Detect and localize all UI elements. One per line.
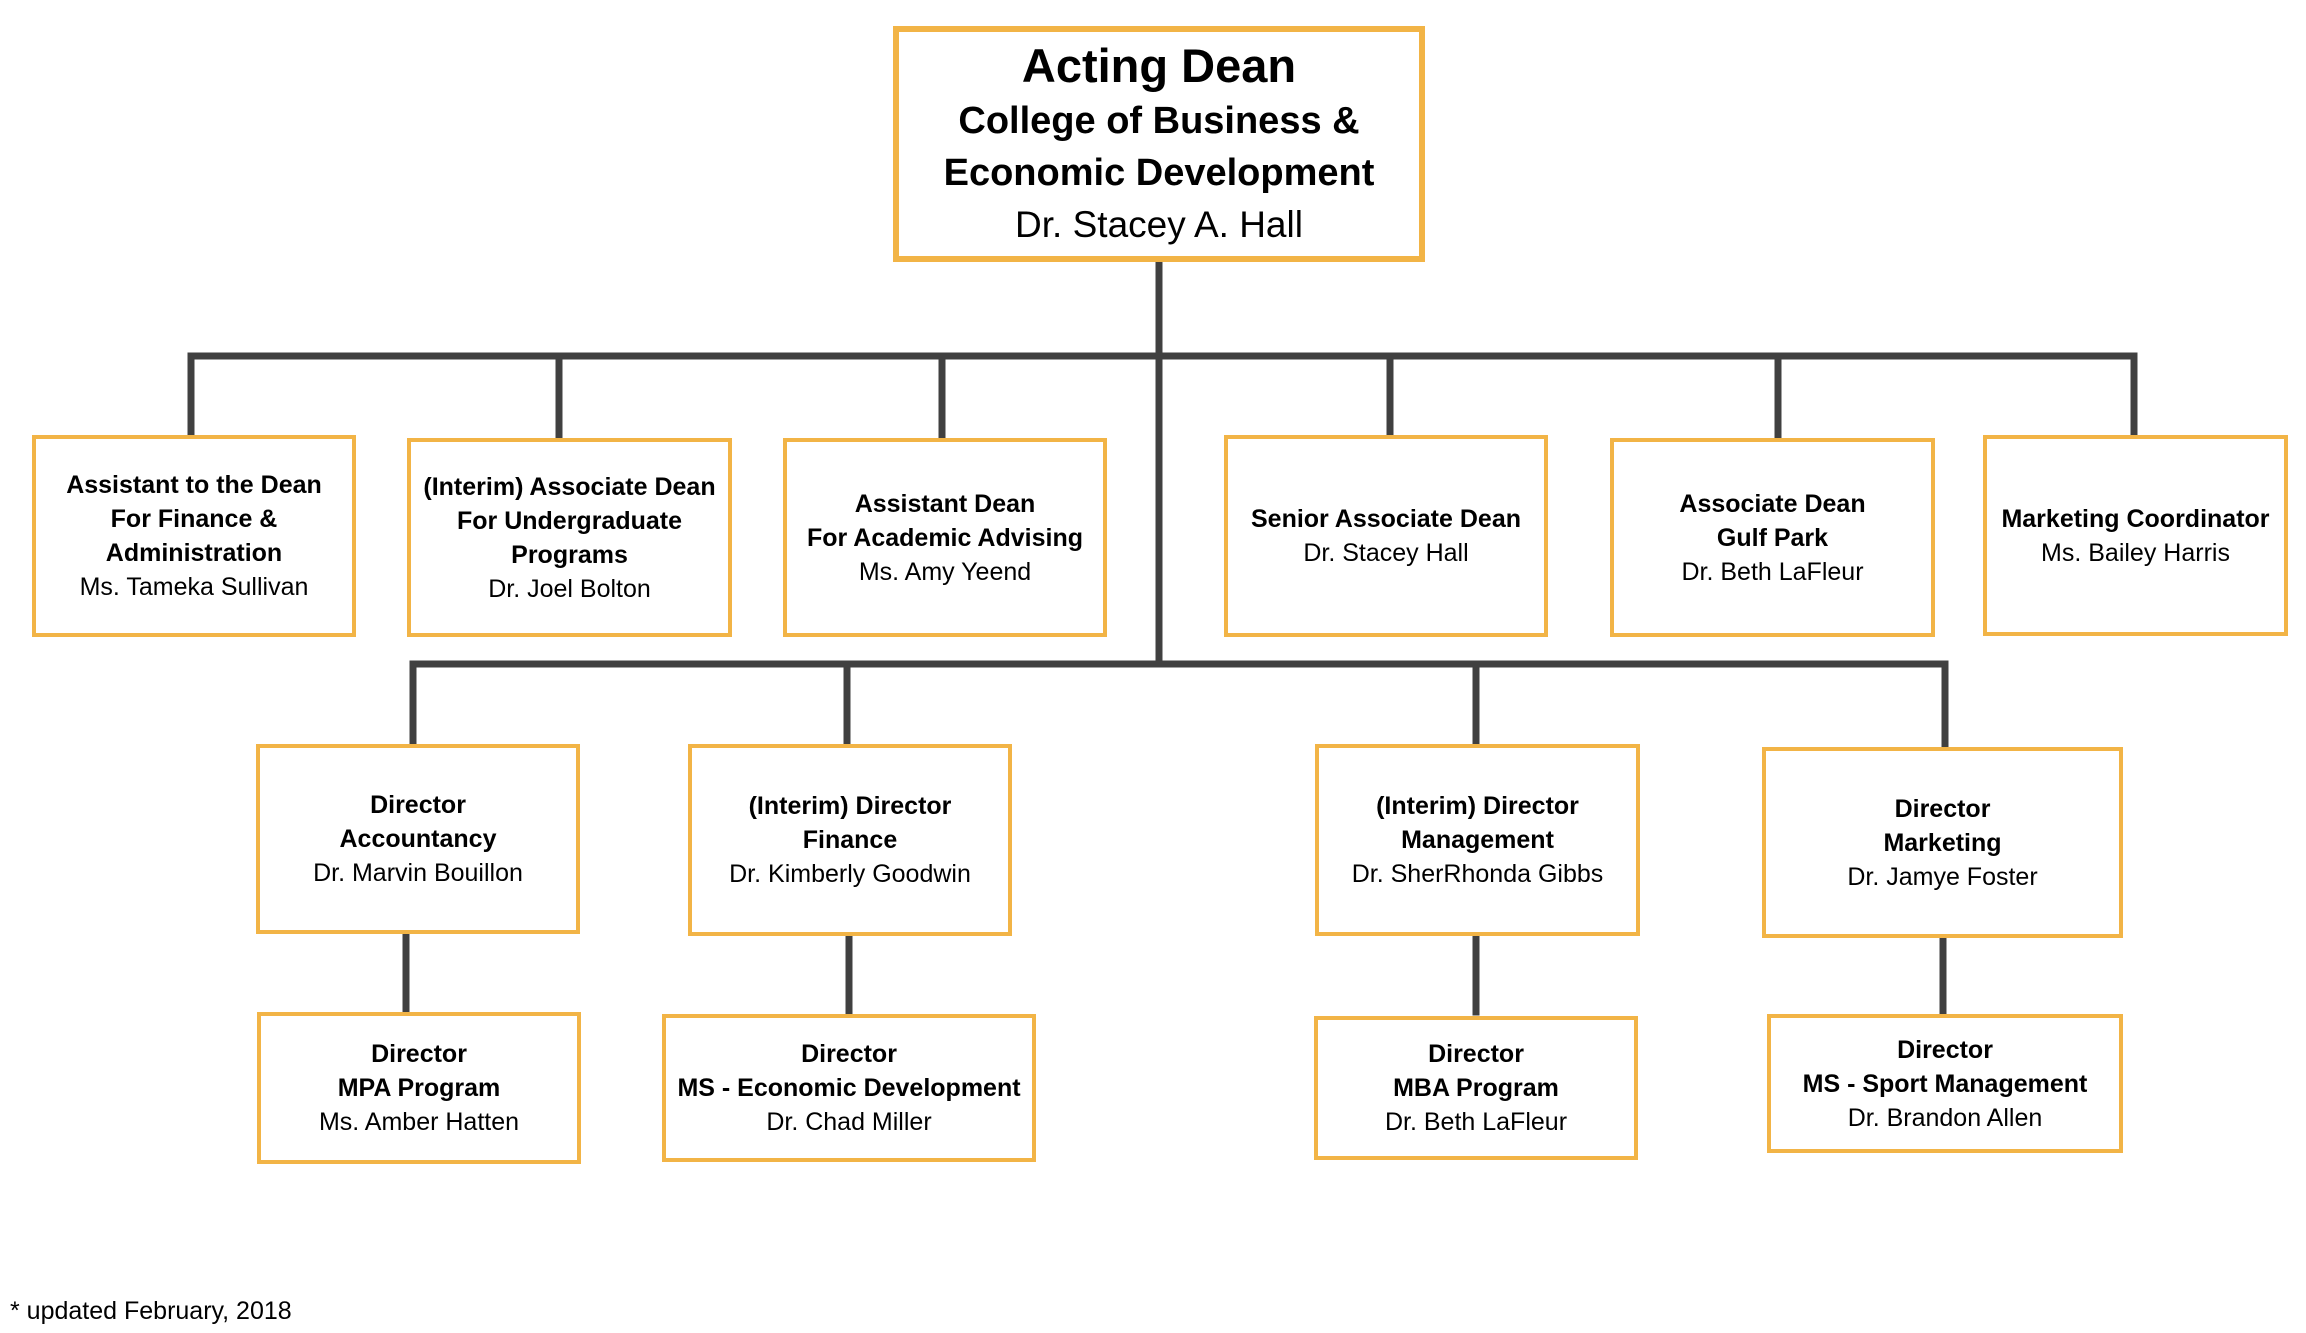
role-line: (Interim) Director <box>1376 792 1579 820</box>
role-line: Director <box>371 1040 467 1068</box>
director-management-box: (Interim) Director Management Dr. SherRh… <box>1315 744 1640 936</box>
person-name: Dr. SherRhonda Gibbs <box>1351 860 1604 888</box>
role-line: (Interim) Director <box>748 792 952 820</box>
role-line: Assistant to the Dean <box>66 471 322 499</box>
director-mba-program-box: Director MBA Program Dr. Beth LaFleur <box>1314 1016 1638 1160</box>
director-marketing-box: Director Marketing Dr. Jamye Foster <box>1762 747 2123 938</box>
role-line: Director <box>801 1040 897 1068</box>
role-line: Accountancy <box>339 825 497 853</box>
role-line: Director <box>1897 1035 1993 1064</box>
person-name: Dr. Stacey Hall <box>1303 539 1469 567</box>
updated-footnote: * updated February, 2018 <box>10 1297 292 1325</box>
person-name: Dr. Chad Miller <box>766 1108 932 1136</box>
role-line: Director <box>1894 794 1991 823</box>
person-name: Dr. Joel Bolton <box>488 574 651 603</box>
role-line: MS - Economic Development <box>677 1074 1021 1102</box>
director-ms-sport-management-box: Director MS - Sport Management Dr. Brand… <box>1767 1014 2123 1153</box>
role-line: (Interim) Associate Dean <box>423 472 716 501</box>
acting-dean-name: Dr. Stacey A. Hall <box>1015 204 1303 245</box>
role-line: MBA Program <box>1393 1074 1559 1102</box>
director-ms-economic-development-box: Director MS - Economic Development Dr. C… <box>662 1014 1036 1162</box>
role-line: For Finance & <box>110 505 278 533</box>
director-mpa-program-box: Director MPA Program Ms. Amber Hatten <box>257 1012 581 1164</box>
role-line: Director <box>1428 1040 1524 1068</box>
role-line: Senior Associate Dean <box>1250 505 1521 533</box>
person-name: Dr. Beth LaFleur <box>1681 557 1864 586</box>
acting-dean-title: Acting Dean <box>1021 39 1297 92</box>
director-accountancy-box: Director Accountancy Dr. Marvin Bouillon <box>256 744 580 934</box>
person-name: Ms. Bailey Harris <box>2041 538 2230 567</box>
acting-dean-box: Acting Dean College of Business & Econom… <box>893 26 1425 262</box>
role-line: MPA Program <box>337 1074 501 1102</box>
person-name: Ms. Amy Yeend <box>858 557 1032 586</box>
person-name: Ms. Tameka Sullivan <box>79 573 309 601</box>
person-name: Dr. Beth LaFleur <box>1384 1108 1568 1136</box>
assistant-dean-advising-box: Assistant Dean For Academic Advising Ms.… <box>783 438 1107 637</box>
role-line: For Academic Advising <box>807 523 1083 552</box>
associate-dean-gulf-park-box: Associate Dean Gulf Park Dr. Beth LaFleu… <box>1610 438 1935 637</box>
college-name-line2: Economic Development <box>943 152 1375 194</box>
person-name: Dr. Marvin Bouillon <box>313 859 523 887</box>
role-line: Assistant Dean <box>854 489 1036 518</box>
person-name: Dr. Brandon Allen <box>1847 1103 2043 1132</box>
role-line: Marketing Coordinator <box>2001 504 2270 533</box>
role-line: MS - Sport Management <box>1802 1069 2088 1098</box>
role-line: Associate Dean <box>1679 489 1866 518</box>
role-line: For Undergraduate <box>456 506 683 535</box>
director-finance-box: (Interim) Director Finance Dr. Kimberly … <box>688 744 1012 936</box>
role-line: Marketing <box>1883 828 2002 857</box>
person-name: Ms. Amber Hatten <box>318 1108 520 1136</box>
assistant-to-dean-finance-box: Assistant to the Dean For Finance & Admi… <box>32 435 356 637</box>
role-line: Programs <box>511 540 628 569</box>
marketing-coordinator-box: Marketing Coordinator Ms. Bailey Harris <box>1983 435 2288 636</box>
person-name: Dr. Jamye Foster <box>1847 862 2038 891</box>
role-line: Finance <box>802 826 898 854</box>
associate-dean-undergraduate-box: (Interim) Associate Dean For Undergradua… <box>407 438 732 637</box>
role-line: Management <box>1401 826 1554 854</box>
role-line: Director <box>370 791 466 819</box>
person-name: Dr. Kimberly Goodwin <box>729 860 971 888</box>
role-line: Gulf Park <box>1716 523 1829 552</box>
college-name-line1: College of Business & <box>958 100 1360 142</box>
senior-associate-dean-box: Senior Associate Dean Dr. Stacey Hall <box>1224 435 1548 637</box>
role-line: Administration <box>105 539 283 567</box>
